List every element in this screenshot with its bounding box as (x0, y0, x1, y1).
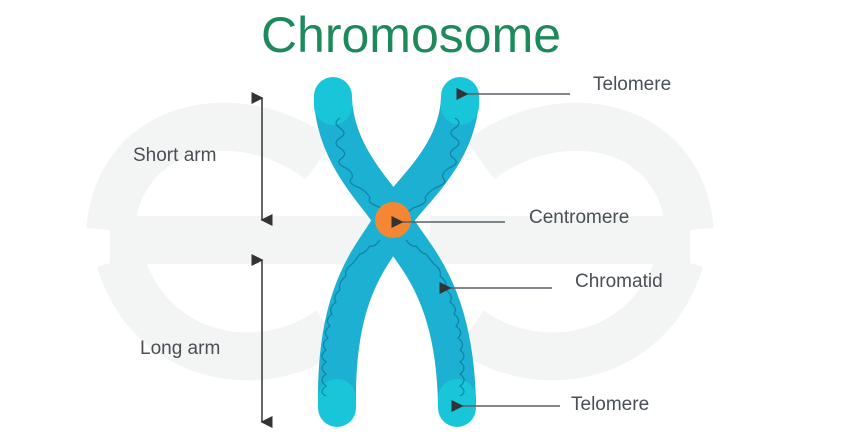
telomere-bottom-label: Telomere (571, 394, 650, 415)
centromere-label: Centromere (529, 207, 630, 228)
watermark-logo (86, 102, 714, 381)
centromere-circle (375, 202, 411, 238)
long-arm-label: Long arm (140, 338, 221, 359)
dna-coils (321, 117, 465, 397)
pointer-lines (391, 88, 570, 412)
chromatid-label: Chromatid (575, 271, 663, 292)
short-arm-label: Short arm (133, 145, 217, 166)
diagram-title: Chromosome (260, 7, 562, 63)
telomere-top-label: Telomere (593, 74, 672, 95)
